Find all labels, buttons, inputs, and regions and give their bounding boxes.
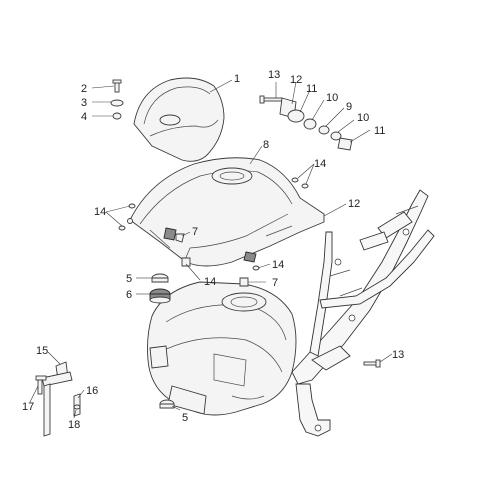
callout-labels: 1 2 3 4 13 12 11 10 9 10 11 8 14 14 12 7…: [22, 69, 404, 431]
frame-assembly: [291, 189, 435, 437]
callout-11-mid: 11: [374, 125, 385, 137]
callout-13-lower: 13: [392, 349, 404, 361]
bushing-set: [259, 95, 353, 151]
callout-12-mid: 12: [348, 198, 360, 210]
callout-8: 8: [263, 139, 269, 151]
callout-1: 1: [234, 73, 240, 85]
callout-12-top: 12: [290, 74, 302, 86]
callout-2: 2: [81, 83, 87, 95]
tank-cover: [127, 157, 325, 267]
callout-17: 17: [22, 401, 34, 413]
callout-14-center: 14: [204, 276, 216, 288]
rubber-pads: [149, 273, 175, 409]
top-cover: [133, 77, 225, 162]
callout-15: 15: [36, 345, 48, 357]
callout-7-lower: 7: [272, 277, 278, 289]
fastener-set-left: [110, 79, 124, 120]
callout-5-lower: 5: [182, 412, 188, 424]
bracket-assembly: [35, 361, 81, 437]
callout-13-top: 13: [268, 69, 280, 81]
callout-18: 18: [68, 419, 80, 431]
callout-9: 9: [346, 101, 352, 113]
callout-6: 6: [126, 289, 132, 301]
callout-14-right: 14: [314, 158, 326, 170]
bolt-lower-right: [363, 359, 381, 368]
callout-10-mid: 10: [357, 112, 369, 124]
callout-7-upper: 7: [192, 226, 198, 238]
callout-10-top: 10: [326, 92, 338, 104]
callout-3: 3: [81, 97, 87, 109]
leader-lines: [29, 79, 393, 419]
fuel-tank: [147, 281, 297, 416]
callout-5-upper: 5: [126, 273, 132, 285]
callout-11-top: 11: [306, 83, 317, 95]
callout-16: 16: [86, 385, 98, 397]
callout-14-lower-right: 14: [272, 259, 284, 271]
callout-14-left: 14: [94, 206, 106, 218]
callout-4: 4: [81, 111, 87, 123]
